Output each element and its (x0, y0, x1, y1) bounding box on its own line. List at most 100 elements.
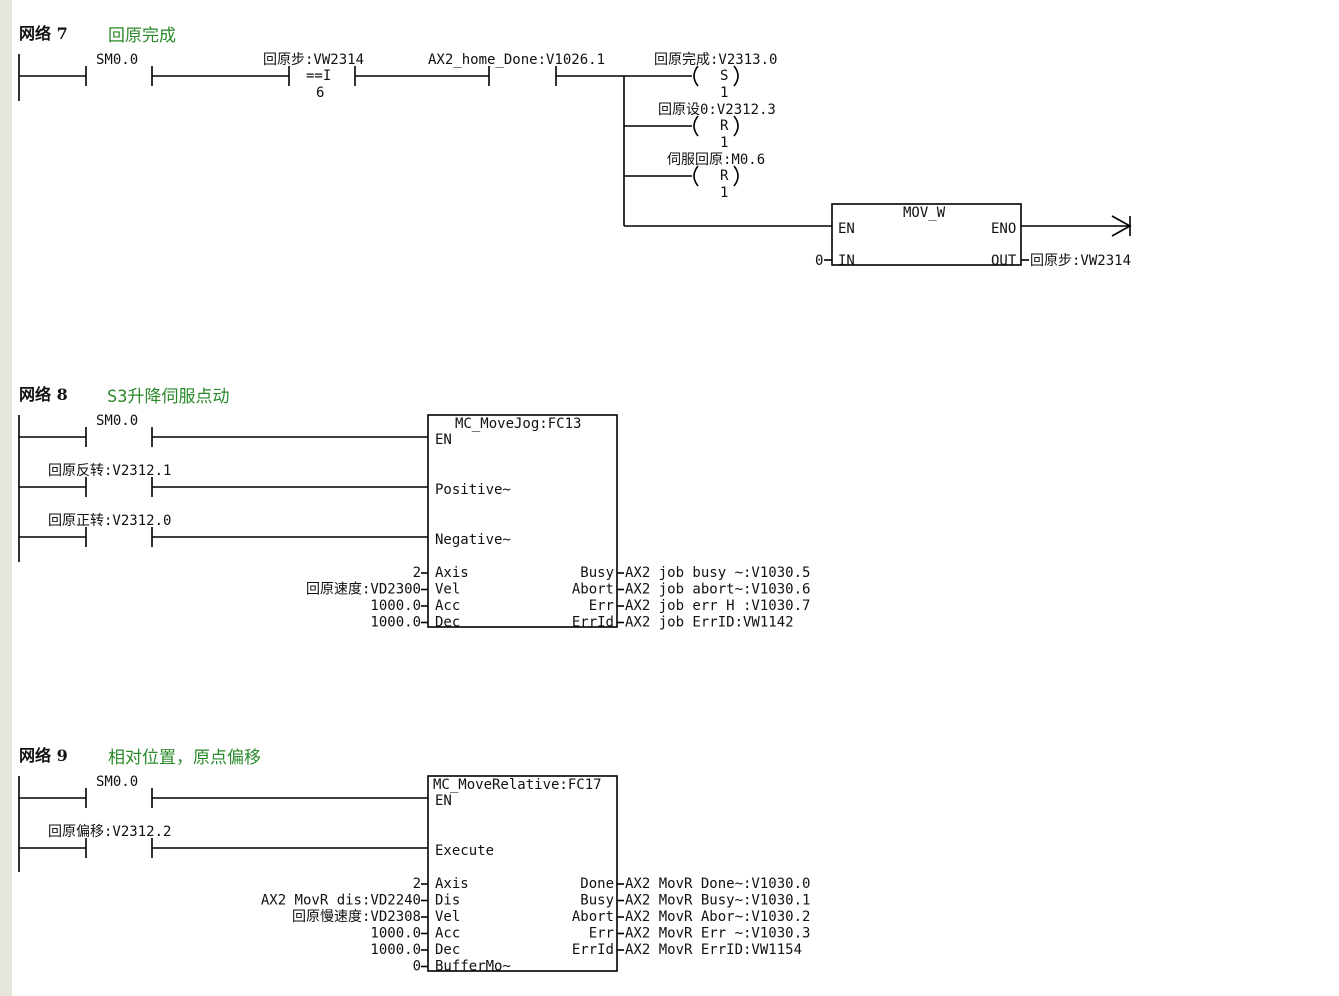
svg-text:回原完成:V2313.0: 回原完成:V2313.0 (654, 52, 777, 68)
pin-value: 1000.0 (370, 598, 421, 614)
block-input-pin[interactable]: Acc 1000.0 (370, 598, 460, 614)
svg-text:SM0.0: SM0.0 (96, 52, 138, 68)
contact-home-offset[interactable]: 回原偏移:V2312.2 (48, 824, 171, 858)
compare-contact[interactable]: 回原步:VW2314 ==I 6 (263, 52, 364, 101)
network-9[interactable]: 网络 9 相对位置，原点偏移 SM0.0 回原偏移:V2312.2 MC_Mov… (18, 746, 811, 975)
pin-name: Vel (435, 909, 460, 925)
contact-sm00[interactable]: SM0.0 (85, 774, 153, 808)
network-label: 网络 8 (19, 385, 68, 404)
block-output-pin[interactable]: Err AX2 MovR Err ~:V1030.3 (589, 926, 811, 942)
mov-w-block[interactable]: MOV_W EN ENO IN OUT 0 回原步:VW2314 (815, 203, 1132, 269)
svg-text:EN: EN (435, 793, 452, 809)
svg-text:==I: ==I (306, 68, 331, 84)
pin-name: Dis (435, 893, 460, 909)
svg-text:MC_MoveJog:FC13: MC_MoveJog:FC13 (455, 416, 581, 432)
pin-value: AX2 job abort~:V1030.6 (625, 582, 810, 598)
left-gutter (0, 0, 12, 996)
block-output-pin[interactable]: ErrId AX2 MovR ErrID:VW1154 (572, 942, 802, 958)
pin-name: Acc (435, 598, 460, 614)
svg-text:SM0.0: SM0.0 (96, 413, 138, 429)
network-7[interactable]: 网络 7 回原完成 SM0.0 回原步:VW2314 ==I 6 AX2_hom… (18, 24, 1132, 269)
network-label: 网络 7 (19, 24, 68, 43)
pin-value: 0 (413, 959, 421, 975)
contact-home-reverse[interactable]: 回原反转:V2312.1 (48, 463, 171, 497)
pin-name: Dec (435, 942, 460, 958)
pin-value: 1000.0 (370, 926, 421, 942)
block-input-pin[interactable]: Vel 回原速度:VD2300 (306, 582, 460, 598)
mc-movejog-block[interactable]: MC_MoveJog:FC13 EN Positive~ Negative~ A… (306, 414, 811, 631)
svg-text:MOV_W: MOV_W (903, 205, 946, 221)
svg-text:回原设0:V2312.3: 回原设0:V2312.3 (658, 102, 776, 118)
pin-name: ErrId (572, 942, 614, 958)
svg-text:1: 1 (720, 185, 728, 201)
block-input-pin[interactable]: Axis 2 (413, 565, 469, 581)
pin-value: 回原速度:VD2300 (306, 582, 421, 598)
svg-text:回原正转:V2312.0: 回原正转:V2312.0 (48, 513, 171, 529)
contact-home-done[interactable]: AX2_home_Done:V1026.1 (428, 52, 605, 86)
contact-sm00[interactable]: SM0.0 (85, 413, 153, 447)
svg-text:Negative~: Negative~ (435, 532, 511, 548)
pin-name: Abort (572, 909, 614, 925)
svg-text:6: 6 (316, 85, 324, 101)
pin-value: AX2 MovR Err ~:V1030.3 (625, 926, 810, 942)
svg-text:R: R (720, 168, 729, 184)
pin-name: Done (580, 876, 614, 892)
pin-name: BufferMo~ (435, 959, 511, 975)
network-8[interactable]: 网络 8 S3升降伺服点动 SM0.0 回原反转:V2312.1 回原正转:V2… (18, 385, 811, 631)
svg-text:AX2_home_Done:V1026.1: AX2_home_Done:V1026.1 (428, 52, 605, 68)
pin-value: AX2 MovR dis:VD2240 (261, 893, 421, 909)
block-input-pin[interactable]: BufferMo~ 0 (413, 959, 511, 975)
pin-name: Busy (580, 565, 614, 581)
reset-coil[interactable]: 回原设0:V2312.3 R 1 (658, 102, 776, 151)
svg-text:Execute: Execute (435, 843, 494, 859)
pin-name: Vel (435, 582, 460, 598)
pin-value: 1000.0 (370, 615, 421, 631)
svg-text:ENO: ENO (991, 221, 1016, 237)
block-output-pin[interactable]: Abort AX2 job abort~:V1030.6 (572, 582, 811, 598)
svg-text:EN: EN (435, 432, 452, 448)
svg-text:回原步:VW2314: 回原步:VW2314 (263, 52, 364, 68)
pin-name: Err (589, 598, 614, 614)
block-input-pin[interactable]: Dec 1000.0 (370, 615, 460, 631)
block-output-pin[interactable]: Err AX2 job err H :V1030.7 (589, 598, 811, 614)
pin-name: Axis (435, 565, 469, 581)
pin-value: 2 (413, 565, 421, 581)
pin-name: Err (589, 926, 614, 942)
svg-text:EN: EN (838, 221, 855, 237)
svg-text:MC_MoveRelative:FC17: MC_MoveRelative:FC17 (433, 777, 602, 793)
pin-value: AX2 job err H :V1030.7 (625, 598, 810, 614)
set-coil[interactable]: 回原完成:V2313.0 S 1 (654, 52, 777, 101)
mc-moverelative-block[interactable]: MC_MoveRelative:FC17 EN Execute Axis2Dis… (261, 775, 811, 975)
pin-name: Acc (435, 926, 460, 942)
svg-text:回原反转:V2312.1: 回原反转:V2312.1 (48, 463, 171, 479)
svg-text:回原步:VW2314: 回原步:VW2314 (1030, 253, 1131, 269)
contact-sm00[interactable]: SM0.0 (85, 52, 153, 86)
pin-name: ErrId (572, 615, 614, 631)
pin-value: 1000.0 (370, 942, 421, 958)
pin-value: 2 (413, 876, 421, 892)
svg-text:1: 1 (720, 135, 728, 151)
pin-name: Abort (572, 582, 614, 598)
pin-value: AX2 MovR ErrID:VW1154 (625, 942, 802, 958)
pin-name: Dec (435, 615, 460, 631)
block-input-pin[interactable]: Dec 1000.0 (370, 942, 460, 958)
svg-text:回原偏移:V2312.2: 回原偏移:V2312.2 (48, 824, 171, 840)
pin-value: 回原慢速度:VD2308 (292, 908, 421, 925)
block-input-pin[interactable]: Acc 1000.0 (370, 926, 460, 942)
svg-text:Positive~: Positive~ (435, 482, 511, 498)
svg-text:OUT: OUT (991, 253, 1017, 269)
contact-home-forward[interactable]: 回原正转:V2312.0 (48, 513, 171, 547)
network-comment: 相对位置，原点偏移 (108, 748, 261, 768)
svg-text:SM0.0: SM0.0 (96, 774, 138, 790)
block-input-pin[interactable]: Dis AX2 MovR dis:VD2240 (261, 893, 460, 909)
reset-coil[interactable]: 伺服回原:M0.6 R 1 (667, 152, 765, 201)
svg-text:IN: IN (838, 253, 855, 269)
block-input-pin[interactable]: Vel 回原慢速度:VD2308 (292, 908, 460, 925)
